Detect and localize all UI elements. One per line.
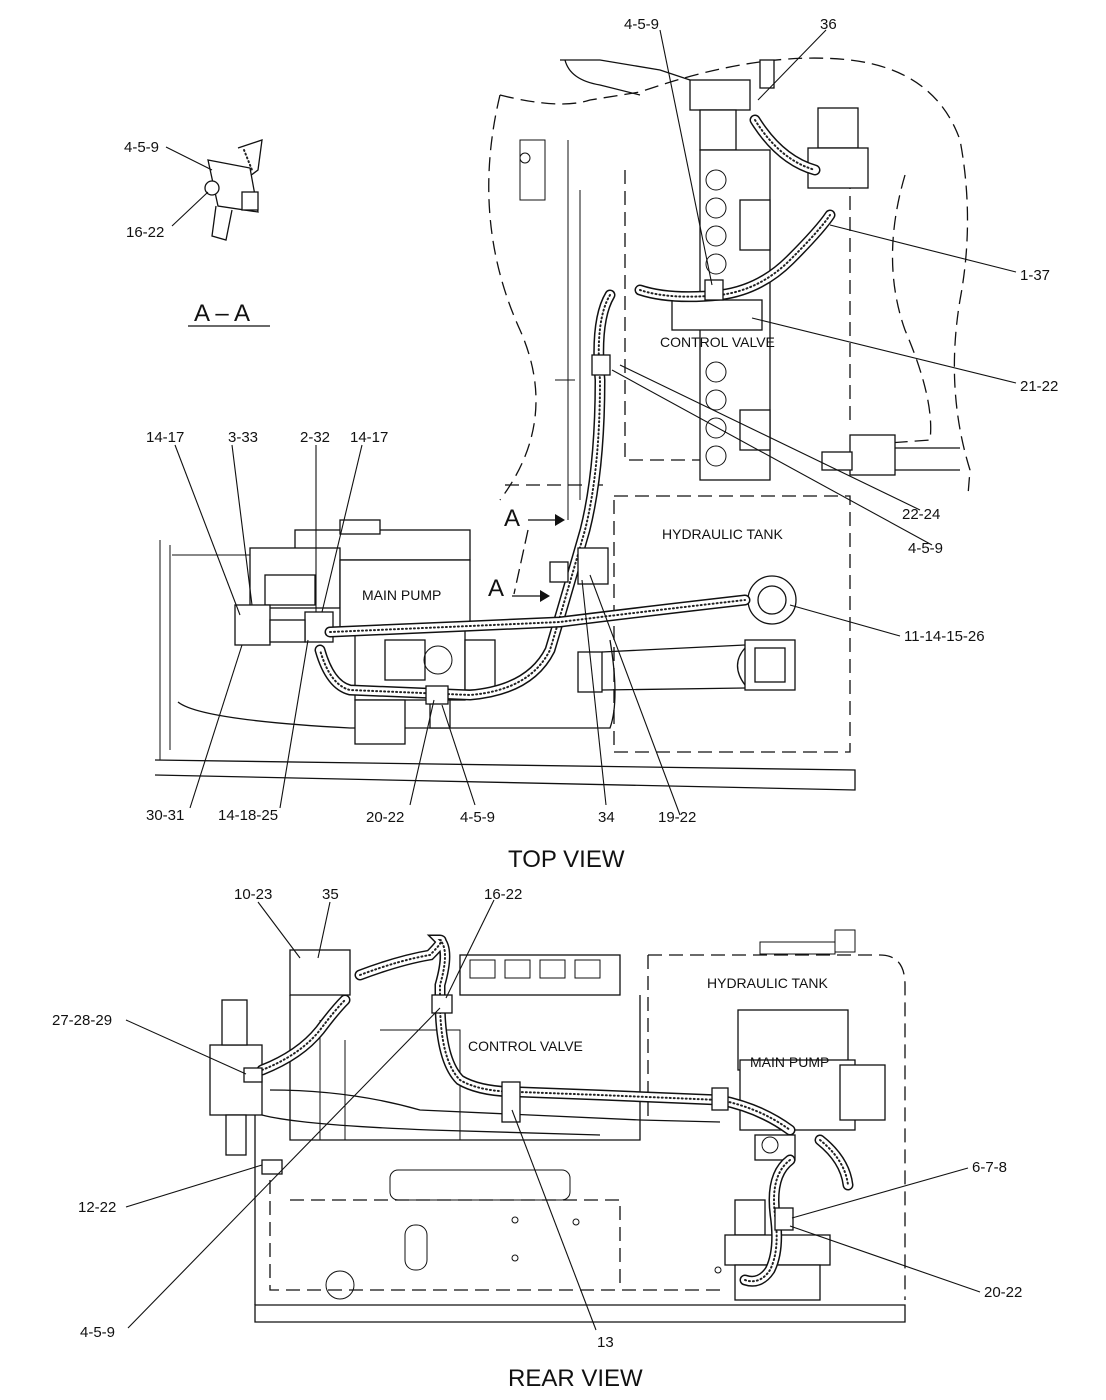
section-title: A – A <box>194 300 250 327</box>
section-marker-lower: A <box>488 575 504 602</box>
top-callout-3-33: 3-33 <box>228 429 258 446</box>
rear-hydraulic-tank-label: HYDRAULIC TANK <box>707 975 829 991</box>
section-callout-16-22: 16-22 <box>126 224 164 241</box>
top-view-title: TOP VIEW <box>508 846 625 873</box>
top-callout-14-17-right: 14-17 <box>350 429 388 446</box>
rear-callout-35: 35 <box>322 886 339 903</box>
top-callout-19-22: 19-22 <box>658 809 696 826</box>
top-callout-14-18-25: 14-18-25 <box>218 807 278 824</box>
top-callout-14-17-left: 14-17 <box>146 429 184 446</box>
top-callout-34: 34 <box>598 809 615 826</box>
rear-callout-4-5-9: 4-5-9 <box>80 1324 115 1341</box>
top-callout-30-31: 30-31 <box>146 807 184 824</box>
top-callout-20-22: 20-22 <box>366 809 404 826</box>
top-control-valve: CONTROL VALVE <box>660 59 869 481</box>
top-callout-11-14-15-26: 11-14-15-26 <box>904 628 985 645</box>
top-callout-2-32: 2-32 <box>300 429 330 446</box>
top-callout-4-5-9-upper: 4-5-9 <box>624 16 659 33</box>
top-callout-36: 36 <box>820 16 837 33</box>
rear-view: HYDRAULIC TANK CONTROL VALVE <box>52 886 1022 1392</box>
rear-callout-13: 13 <box>597 1334 614 1351</box>
rear-view-title: REAR VIEW <box>508 1365 643 1392</box>
top-callout-4-5-9-bottom: 4-5-9 <box>460 809 495 826</box>
top-hydraulic-tank-label: HYDRAULIC TANK <box>662 526 784 542</box>
rear-control-valve: CONTROL VALVE <box>209 949 641 1175</box>
rear-main-pump: MAIN PUMP <box>724 1009 886 1301</box>
top-callout-22-24: 22-24 <box>902 506 940 523</box>
top-callout-21-22: 21-22 <box>1020 378 1058 395</box>
section-marker-upper: A <box>504 505 520 532</box>
top-view: HYDRAULIC TANK CONTROL VALVE <box>146 16 1058 873</box>
rear-callout-12-22: 12-22 <box>78 1199 116 1216</box>
top-control-valve-label: CONTROL VALVE <box>660 334 775 350</box>
top-callout-1-37: 1-37 <box>1020 267 1050 284</box>
rear-callout-27-28-29: 27-28-29 <box>52 1012 112 1029</box>
rear-callout-6-7-8: 6-7-8 <box>972 1159 1007 1176</box>
rear-callout-20-22: 20-22 <box>984 1284 1022 1301</box>
rear-callout-10-23: 10-23 <box>234 886 272 903</box>
top-callout-4-5-9-right: 4-5-9 <box>908 540 943 557</box>
section-a-a-detail: 4-5-9 16-22 A – A <box>124 139 270 327</box>
section-callout-4-5-9: 4-5-9 <box>124 139 159 156</box>
rear-main-pump-label: MAIN PUMP <box>750 1054 829 1070</box>
top-main-pump-label: MAIN PUMP <box>362 587 441 603</box>
rear-callout-16-22: 16-22 <box>484 886 522 903</box>
rear-control-valve-label: CONTROL VALVE <box>468 1038 583 1054</box>
